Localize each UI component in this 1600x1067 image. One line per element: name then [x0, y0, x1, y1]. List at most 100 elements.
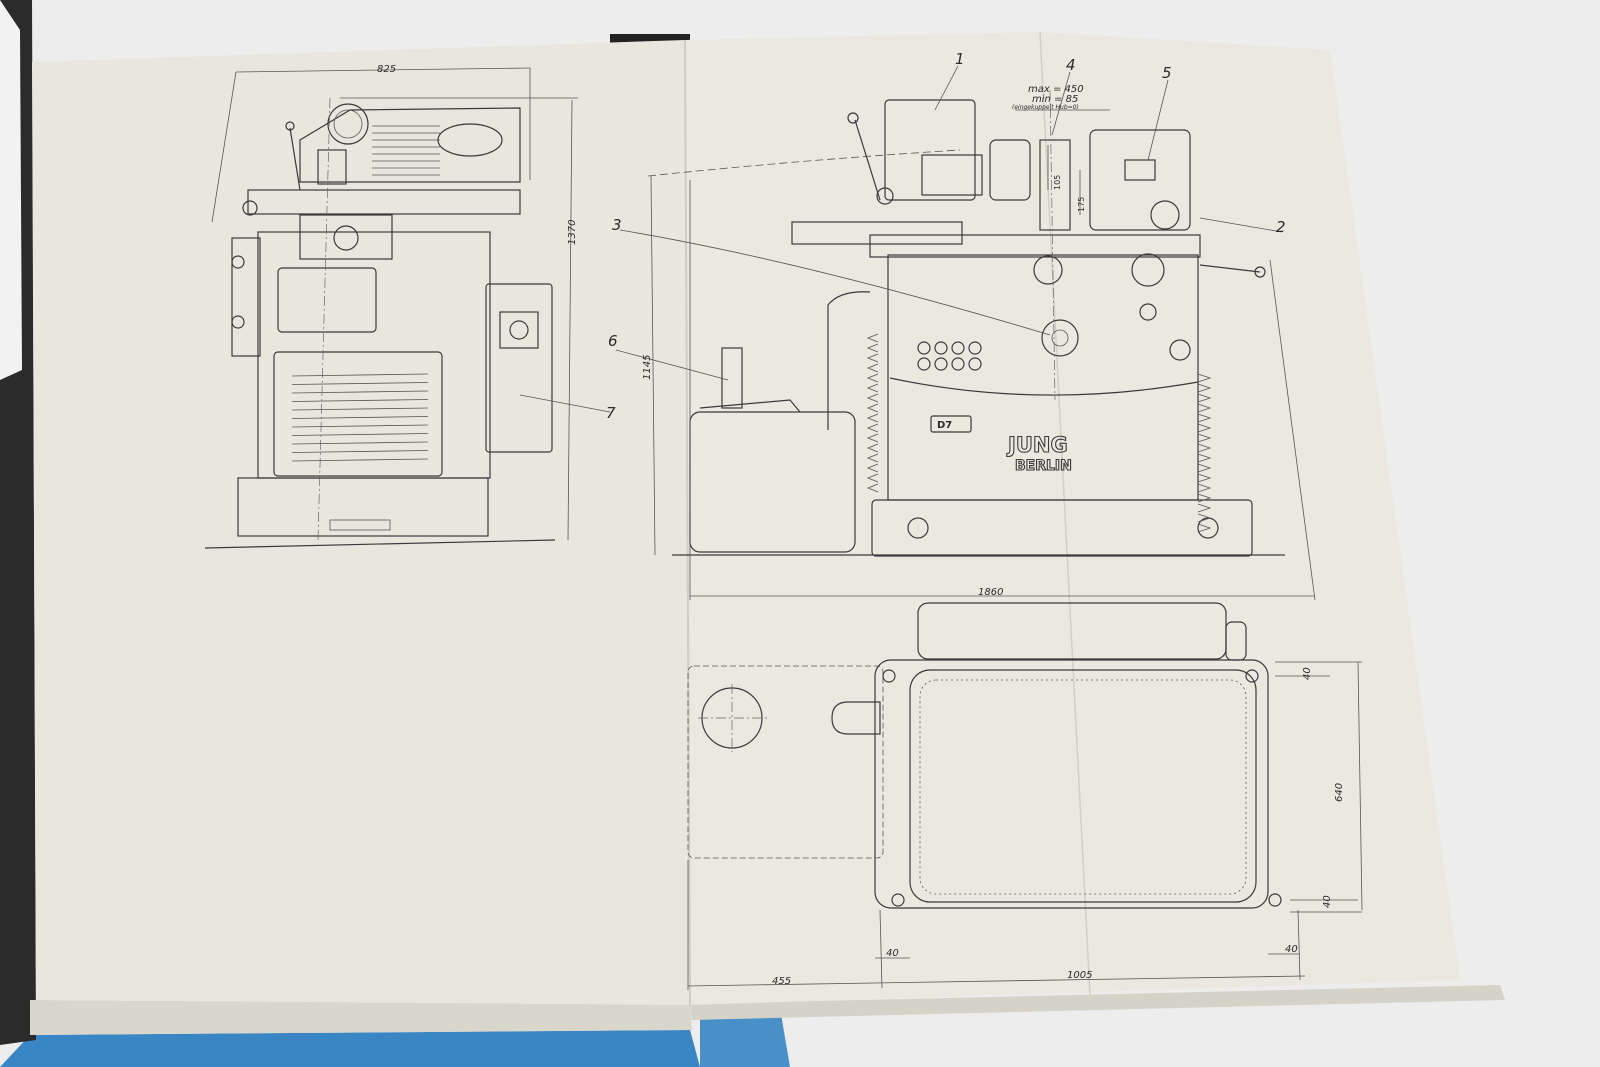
page-stack-left — [30, 1000, 692, 1035]
rib-right — [1197, 403, 1212, 413]
side-view — [204, 67, 611, 549]
nameplate-frame — [930, 415, 972, 433]
part-number-5: 5 — [1162, 64, 1172, 82]
side-lever-knob — [285, 121, 295, 131]
motor-terminal — [921, 154, 983, 196]
rib-left — [866, 423, 879, 433]
dim-line-1145 — [650, 175, 656, 556]
drive-motor — [884, 99, 976, 201]
rib-left — [866, 403, 879, 413]
louver-lines — [291, 373, 429, 462]
dim-455: 455 — [772, 976, 791, 987]
base-hole-left — [907, 517, 929, 539]
belt-guard-lines — [372, 125, 440, 176]
rib-right — [1197, 443, 1212, 453]
rib-right — [1197, 453, 1212, 463]
rib-right — [1197, 413, 1212, 423]
rib-left — [866, 483, 879, 493]
rib-left — [866, 463, 879, 473]
louver-slot — [291, 399, 429, 402]
column-panel-line — [889, 377, 1199, 396]
lever-pivot — [876, 187, 894, 205]
guard-cover — [437, 123, 503, 157]
control-button — [951, 341, 965, 355]
base-hatch — [919, 679, 1247, 895]
pump-pipe — [699, 399, 801, 413]
rib-right — [1197, 383, 1212, 393]
dim-640-line — [1357, 661, 1363, 911]
dim-825: 825 — [377, 64, 396, 75]
louver-slot — [291, 433, 429, 436]
part-number-2: 2 — [1276, 218, 1286, 236]
leader-2 — [1199, 217, 1283, 233]
louver-slot — [291, 458, 429, 462]
rib-left — [866, 443, 879, 453]
louver-slot — [291, 424, 429, 428]
table-handwheel — [333, 225, 359, 251]
grinding-head — [1089, 129, 1191, 231]
louver-slot — [291, 450, 429, 453]
control-button — [934, 341, 948, 355]
anchor-hole-br — [1268, 893, 1282, 907]
head-slide — [1124, 159, 1156, 181]
base-inner — [909, 669, 1257, 903]
rib-right — [1197, 463, 1212, 473]
dim-1145: 1145 — [642, 355, 653, 380]
motor-pulley-inner — [333, 109, 363, 139]
dim-1005: 1005 — [1067, 970, 1092, 981]
feed-handwheel — [1131, 253, 1165, 287]
front-centerline — [1049, 89, 1056, 401]
part-number-4: 4 — [1066, 56, 1076, 74]
anchor-hole-tl — [882, 669, 896, 683]
base-footprint — [874, 659, 1269, 909]
control-button — [934, 357, 948, 371]
rib-right — [1197, 433, 1212, 443]
dim-40-right: 40 — [1285, 944, 1298, 955]
dim-line-825 — [235, 67, 531, 73]
rib-right — [1197, 503, 1212, 513]
side-louver-panel — [273, 351, 443, 477]
leader-6 — [615, 349, 729, 381]
dim-ext-1860-right — [1269, 259, 1316, 601]
page-stack-right — [690, 985, 1505, 1020]
part-number-7: 7 — [606, 404, 616, 422]
floor-line-left — [204, 539, 556, 549]
rib-right — [1197, 523, 1212, 533]
main-switch — [499, 311, 539, 349]
front-lever-knob — [847, 112, 859, 124]
coolant-hose — [827, 291, 871, 430]
side-handwheels — [231, 237, 261, 357]
rib-left — [866, 333, 879, 343]
leader-5 — [1147, 79, 1169, 161]
upper-handwheel — [1033, 255, 1063, 285]
dim-40-top: 40 — [1302, 667, 1313, 680]
leader-3 — [619, 229, 1051, 336]
main-handwheel-hub — [1051, 329, 1069, 347]
front-column — [887, 254, 1199, 501]
part-number-6: 6 — [608, 332, 618, 350]
leader-1 — [934, 65, 959, 111]
spine-label — [0, 0, 22, 380]
front-lever — [854, 119, 881, 201]
rib-right — [1197, 493, 1212, 503]
front-table — [791, 221, 963, 245]
switch-knob — [509, 320, 529, 340]
dim-175: 175 — [1077, 197, 1086, 212]
control-buttons — [917, 341, 982, 371]
main-handwheel — [1041, 319, 1079, 357]
dim-ext-left — [211, 71, 237, 223]
rib-left — [866, 413, 879, 423]
rib-left — [866, 383, 879, 393]
rib-right — [1197, 483, 1212, 493]
head-motor — [317, 149, 347, 185]
blue-cover-edge — [0, 1030, 700, 1067]
louver-slot — [291, 441, 429, 445]
electrical-cabinet — [485, 283, 553, 453]
left-page — [32, 40, 690, 1005]
control-button — [968, 341, 982, 355]
louver-slot — [291, 407, 429, 411]
louver-slot — [291, 416, 429, 419]
stroke-max: max = 450 — [1028, 84, 1084, 95]
anchor-hole-bl — [891, 893, 905, 907]
